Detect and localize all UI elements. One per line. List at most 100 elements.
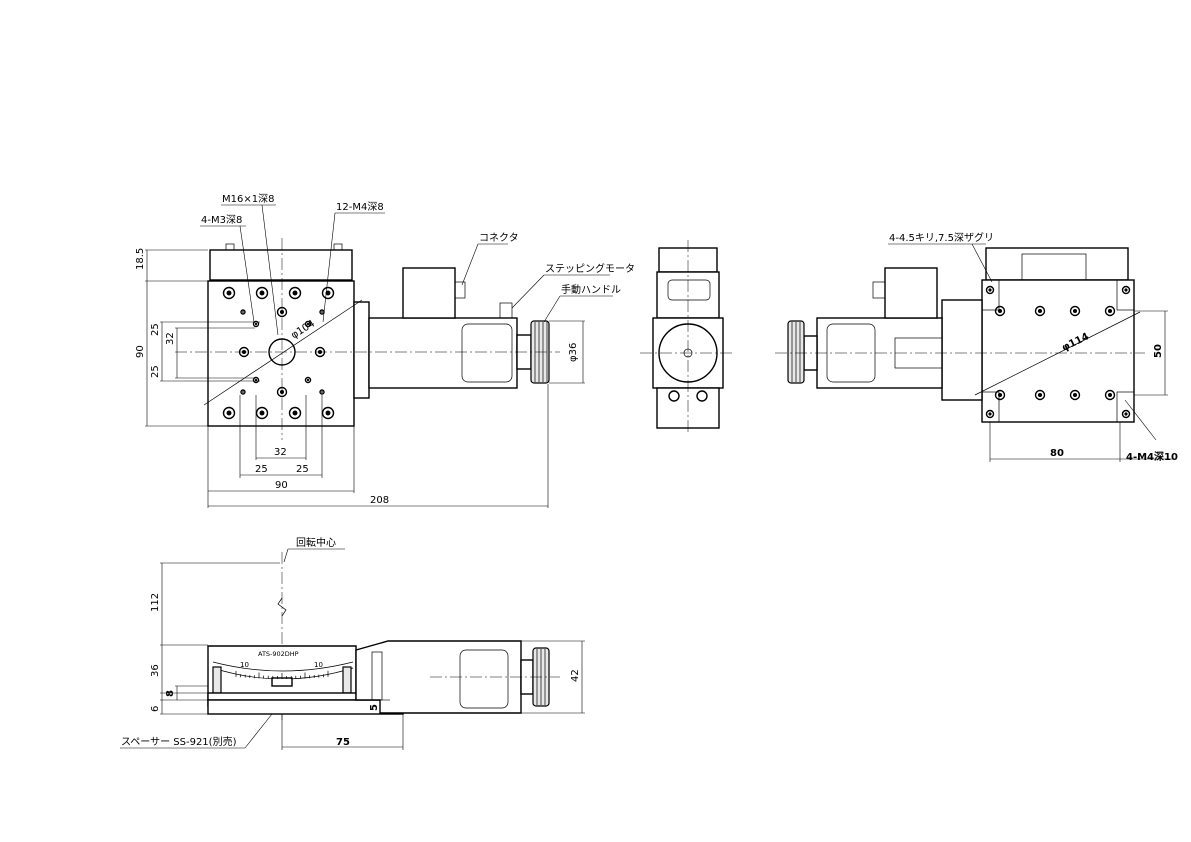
top-view-small-hole-3 xyxy=(319,389,325,395)
top-view-m4-inner-hole-2-core xyxy=(279,309,285,315)
top-view-connector-tab xyxy=(499,302,513,319)
right-view-corner-hole-3-core xyxy=(1124,412,1128,416)
front-view: 回転中心 ATS-902DHP 10 10 xyxy=(120,536,585,750)
top-view-back-pin-right xyxy=(333,243,343,251)
top-view-motor-body xyxy=(368,317,518,389)
front-view-rotation-leader-tip xyxy=(283,548,289,563)
top-view-label-m3: 4-M3深8 xyxy=(201,214,242,226)
top-view-m4-hole-7-core xyxy=(325,410,331,416)
right-view-corner-tl xyxy=(981,279,1000,311)
end-view xyxy=(640,240,735,435)
right-view-plate xyxy=(981,279,1135,423)
right-view-label-counterbore: 4-4.5キリ,7.5深ザグリ xyxy=(889,231,994,244)
top-view-small-hole-0-core xyxy=(242,311,244,313)
top-view-dim-90-horizontal: 90 xyxy=(275,480,288,491)
front-view-dimensions xyxy=(160,562,585,750)
top-view-label-connector: コネクタ xyxy=(479,232,519,244)
top-view-dim-25-horizontal-left: 25 xyxy=(255,464,268,475)
top-view-m4-hole-3-core xyxy=(325,290,331,296)
top-view-label-handle: 手動ハンドル xyxy=(561,283,621,296)
top-view-m4-inner-hole-0 xyxy=(238,346,250,358)
right-view-dimensions xyxy=(989,310,1176,462)
right-view-flange xyxy=(941,299,983,401)
top-view-m4-inner-hole-1-core xyxy=(317,349,323,355)
right-view-hole-1 xyxy=(1034,305,1046,317)
right-view-dim-50: 50 xyxy=(1153,344,1164,358)
right-view-hole-6-core xyxy=(1072,392,1078,398)
top-view: M16×1深8 4-M3深8 12-M4深8 コネクタ ステッピングモータ 手動… xyxy=(135,193,635,508)
right-view-hole-7-core xyxy=(1107,392,1113,398)
front-view-pin-right xyxy=(342,666,352,694)
front-view-pin-left xyxy=(212,666,222,694)
top-view-connector-box xyxy=(402,267,456,319)
top-view-m3-hole-3 xyxy=(304,376,312,384)
front-view-dim-42: 42 xyxy=(570,669,581,682)
top-view-m4-hole-3 xyxy=(321,286,335,300)
top-view-dim-25-lower: 25 xyxy=(150,365,161,378)
top-view-m4-hole-0-core xyxy=(226,290,232,296)
front-view-base-plate xyxy=(207,692,357,701)
end-view-dsub-connector xyxy=(667,279,711,301)
top-view-m4-inner-hole-3-core xyxy=(279,389,285,395)
right-view-hole-0 xyxy=(994,305,1006,317)
top-view-small-hole-2-core xyxy=(321,311,323,313)
top-view-m4-hole-5 xyxy=(255,406,269,420)
front-view-motor-step xyxy=(371,651,383,701)
top-view-m4-hole-7 xyxy=(321,406,335,420)
right-view-hole-pattern xyxy=(985,285,1131,419)
end-view-bolt-left xyxy=(668,390,680,402)
right-view-connector-plug xyxy=(872,281,886,299)
front-view-dim-8: 8 xyxy=(165,690,176,697)
top-view-small-hole-1-core xyxy=(242,391,244,393)
top-view-label-motor: ステッピングモータ xyxy=(545,262,635,275)
top-view-connector-plug xyxy=(454,281,466,299)
right-view-hole-7 xyxy=(1104,389,1116,401)
front-view-break-mark xyxy=(277,597,287,617)
right-view-corner-hole-0-core xyxy=(988,288,992,292)
front-view-model-label: ATS-902DHP xyxy=(258,650,299,658)
right-view-corner-hole-3 xyxy=(1121,409,1131,419)
top-view-dim-25-horizontal-right: 25 xyxy=(296,464,309,475)
right-view-hole-6 xyxy=(1069,389,1081,401)
top-view-m4-hole-2 xyxy=(288,286,302,300)
top-view-dim-phi36: φ36 xyxy=(568,343,579,362)
top-view-m4-hole-2-core xyxy=(292,290,298,296)
top-view-m4-hole-4-core xyxy=(226,410,232,416)
top-view-m4-hole-1-core xyxy=(259,290,265,296)
right-view-corner-hole-1 xyxy=(1121,285,1131,295)
right-view-dim-80: 80 xyxy=(1050,448,1064,459)
top-view-m4-hole-1 xyxy=(255,286,269,300)
right-view-diagonal xyxy=(974,311,1141,396)
top-view-m4-hole-6-core xyxy=(292,410,298,416)
front-view-label-rotation-center: 回転中心 xyxy=(296,536,336,549)
top-view-m3-hole-2 xyxy=(252,376,260,384)
right-view-hole-4-core xyxy=(997,392,1003,398)
right-view-corner-hole-2-core xyxy=(988,412,992,416)
top-view-back-block xyxy=(209,249,353,281)
right-view-hole-2 xyxy=(1069,305,1081,317)
top-view-m3-hole-0 xyxy=(252,320,260,328)
end-view-bolt-right xyxy=(696,390,708,402)
right-view-hole-1-core xyxy=(1037,308,1043,314)
top-view-small-hole-1 xyxy=(240,389,246,395)
top-view-m4-hole-0 xyxy=(222,286,236,300)
right-view-leaders xyxy=(888,243,1157,441)
top-view-small-hole-0 xyxy=(240,309,246,315)
right-view-label-m4d10: 4-M4深10 xyxy=(1126,450,1178,463)
right-view-hole-3 xyxy=(1104,305,1116,317)
top-view-dim-32-horizontal: 32 xyxy=(274,447,287,458)
top-view-flange xyxy=(353,301,370,399)
front-view-scale-right: 10 xyxy=(314,661,323,669)
top-view-dimensions xyxy=(145,249,585,508)
front-view-spacer-leader xyxy=(120,713,273,749)
top-view-m3-hole-3-core xyxy=(306,378,310,382)
top-view-label-m16: M16×1深8 xyxy=(222,193,274,205)
top-view-dim-25-upper: 25 xyxy=(150,323,161,336)
right-view-hole-3-core xyxy=(1107,308,1113,314)
top-view-dim-90-vertical: 90 xyxy=(135,345,146,358)
top-view-m4-inner-hole-0-core xyxy=(241,349,247,355)
front-view-label-spacer: スペーサー SS-921(別売) xyxy=(121,735,237,748)
top-view-m4-inner-hole-2 xyxy=(276,306,288,318)
front-view-scale-left: 10 xyxy=(240,661,249,669)
